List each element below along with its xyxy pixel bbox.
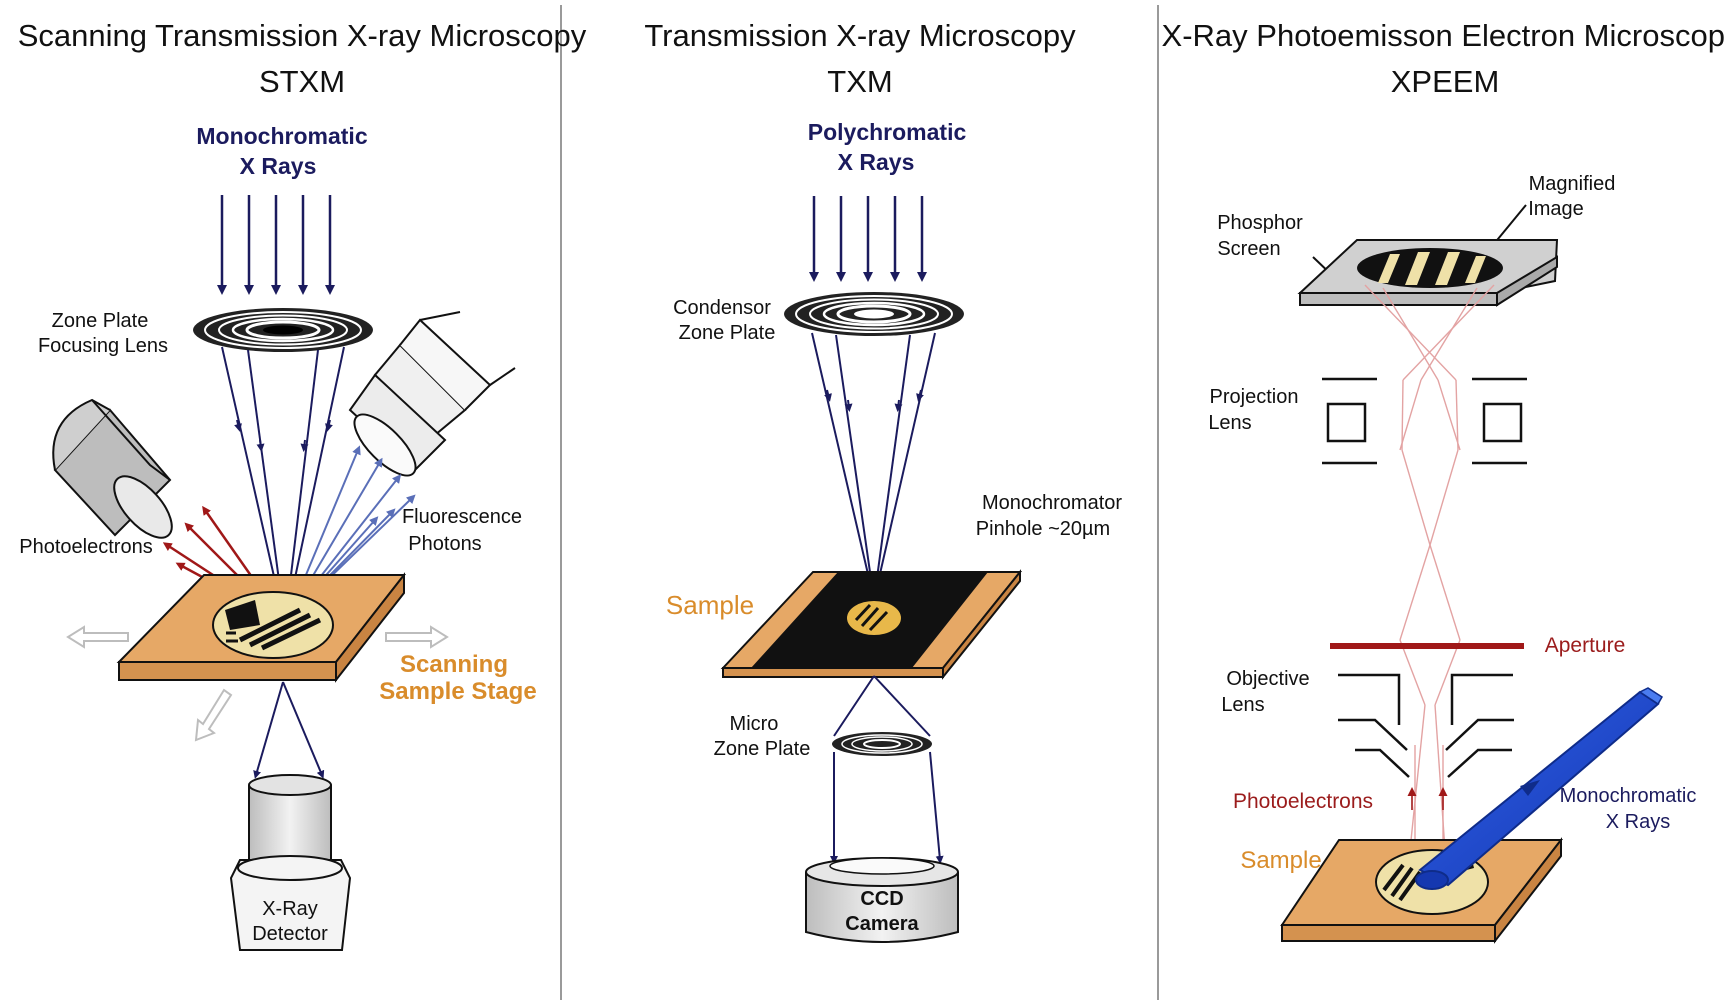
stxm-abbrev: STXM <box>259 64 345 99</box>
txm-micro-zone-label: Micro <box>730 713 779 735</box>
stxm-incoming-xrays <box>217 195 335 295</box>
stxm-transmitted-rays <box>253 681 325 779</box>
stxm-photoelectrons-label: Photoelectrons <box>19 536 152 558</box>
stxm-panel: Scanning Transmission X-ray Microscopy S… <box>18 18 587 951</box>
stxm-fluorescence-label-2: Photons <box>408 533 481 555</box>
stxm-stage-motion-arrows <box>66 625 449 742</box>
stxm-title: Scanning Transmission X-ray Microscopy <box>18 18 587 53</box>
txm-condensor-label: Condensor <box>673 297 771 319</box>
xpeem-phosphor-screen <box>1297 239 1559 307</box>
xpeem-objective-label-2: Lens <box>1221 694 1264 716</box>
stxm-xray-detector <box>229 774 352 951</box>
xpeem-projection-label: Projection <box>1210 386 1299 408</box>
stxm-source-label-2: X Rays <box>240 153 317 179</box>
xpeem-title: X-Ray Photoemisson Electron Microscopy <box>1162 18 1725 53</box>
xpeem-aperture-label: Aperture <box>1545 634 1626 657</box>
txm-incoming-xrays <box>809 196 927 282</box>
txm-ccd-label-2: Camera <box>845 913 919 935</box>
xpeem-sample-label: Sample <box>1240 847 1321 874</box>
xpeem-magnified-label: Magnified <box>1529 173 1616 195</box>
xpeem-panel: X-Ray Photoemisson Electron Microscopy X… <box>1162 18 1725 944</box>
txm-transmitted-rays <box>830 675 944 864</box>
xpeem-projection-label-2: Lens <box>1208 412 1251 434</box>
xpeem-photoelectron-arrows <box>1407 787 1448 810</box>
txm-source-label: Polychromatic <box>808 119 967 145</box>
xpeem-sample <box>1280 837 1564 944</box>
xpeem-objective-lens <box>1338 673 1514 778</box>
stxm-fluorescence-label: Fluorescence <box>402 506 522 528</box>
stxm-zone-plate-label: Zone Plate <box>52 310 149 332</box>
stxm-sample-stage <box>116 572 407 683</box>
txm-sample-label: Sample <box>666 590 754 620</box>
xpeem-objective-label: Objective <box>1226 668 1309 690</box>
stxm-stage-label: Scanning <box>400 651 508 678</box>
xpeem-source-label: Monochromatic <box>1560 785 1697 807</box>
txm-source-label-2: X Rays <box>838 149 915 175</box>
txm-monochromator-label: Monochromator <box>982 492 1122 514</box>
xpeem-photoelectrons-label: Photoelectrons <box>1233 790 1373 813</box>
xpeem-electron-rays <box>1364 284 1495 851</box>
stxm-detector-label: X-Ray <box>262 898 318 920</box>
stxm-detector-label-2: Detector <box>252 923 328 945</box>
stxm-zone-plate-label-2: Focusing Lens <box>38 335 168 357</box>
stxm-zone-plate <box>193 308 373 352</box>
txm-ccd-label: CCD <box>860 888 903 910</box>
txm-monochromator-label-2: Pinhole ~20µm <box>976 518 1110 540</box>
txm-micro-zone-plate <box>832 732 932 756</box>
xpeem-magnified-label-2: Image <box>1528 198 1584 220</box>
txm-sample <box>720 569 1023 680</box>
stxm-photoelectron-detector <box>52 398 173 539</box>
txm-panel: Transmission X-ray Microscopy TXM Polych… <box>644 18 1122 943</box>
txm-focused-rays <box>811 332 936 601</box>
xpeem-projection-lens <box>1322 377 1527 465</box>
txm-condensor-zone-plate <box>784 292 964 336</box>
txm-micro-zone-label-2: Zone Plate <box>714 738 811 760</box>
txm-ccd-camera <box>805 857 959 943</box>
xpeem-phosphor-label-2: Screen <box>1217 238 1280 260</box>
stxm-fluorescence-detector <box>348 311 516 477</box>
txm-abbrev: TXM <box>827 64 892 99</box>
stxm-stage-label-2: Sample Stage <box>379 678 536 705</box>
xpeem-phosphor-label: Phosphor <box>1217 212 1303 234</box>
stxm-source-label: Monochromatic <box>196 123 367 149</box>
xpeem-xray-beam <box>1415 687 1664 890</box>
txm-title: Transmission X-ray Microscopy <box>644 18 1076 53</box>
xpeem-abbrev: XPEEM <box>1391 64 1500 99</box>
txm-condensor-label-2: Zone Plate <box>679 322 776 344</box>
xpeem-source-label-2: X Rays <box>1606 811 1670 833</box>
